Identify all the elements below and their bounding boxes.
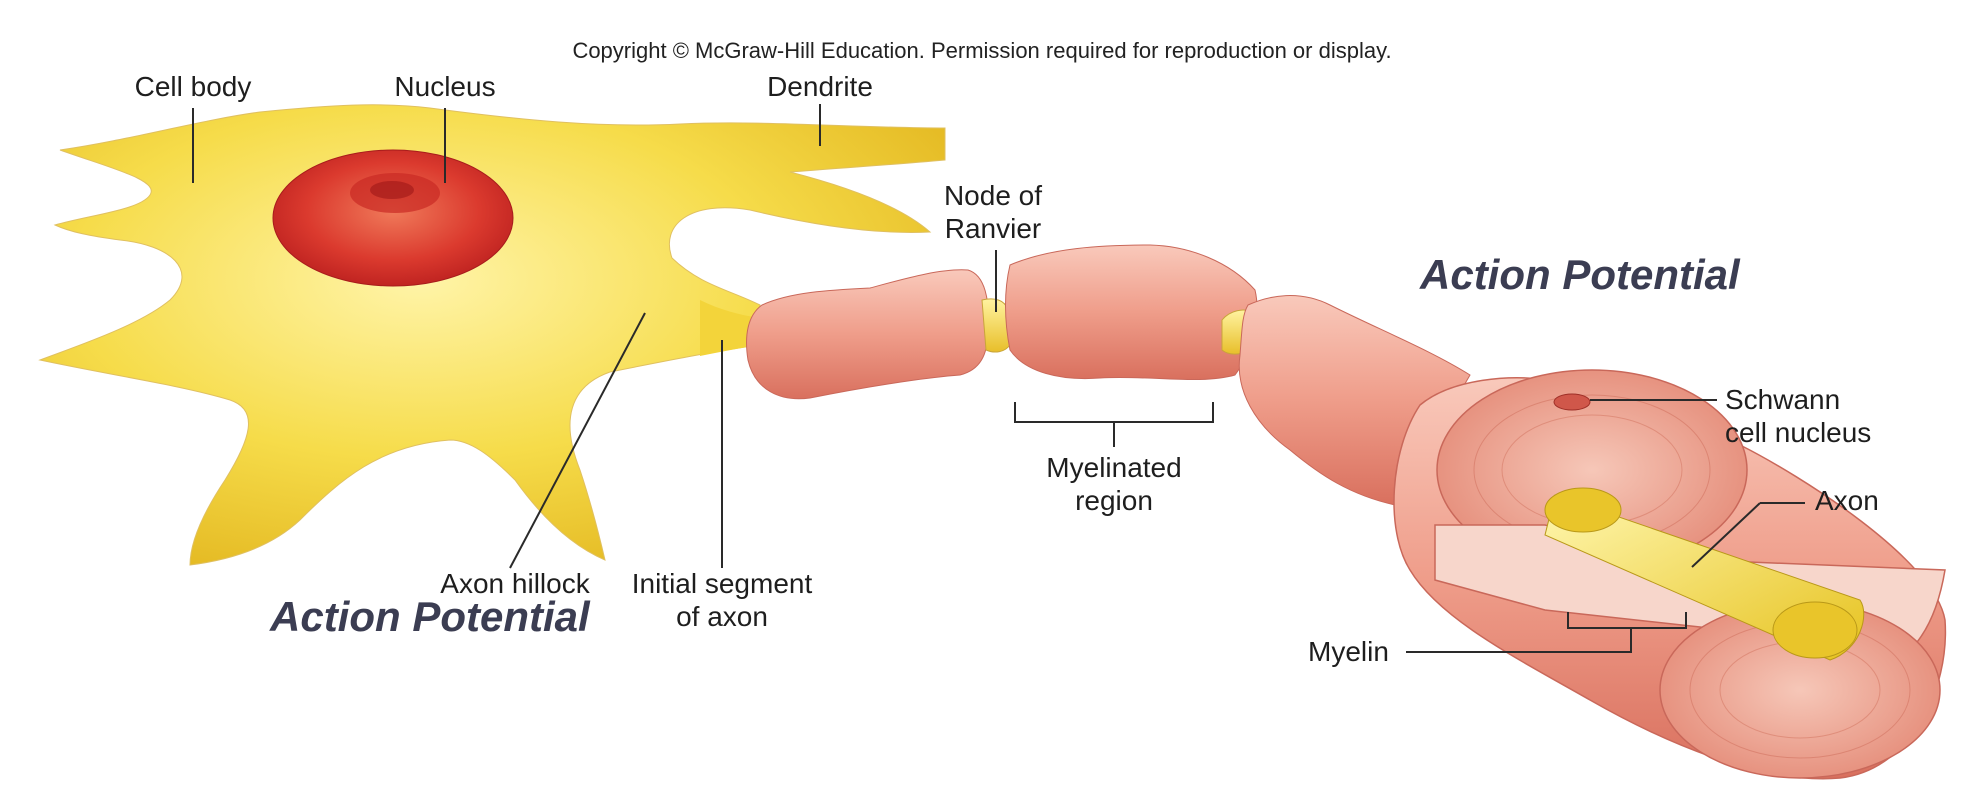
axon-hillock-leader — [509, 312, 646, 569]
label-initial-segment-2: of axon — [676, 601, 768, 632]
myelin-segment-2 — [1005, 244, 1258, 381]
leader-lines — [192, 104, 1805, 653]
label-cell-body: Cell body — [135, 71, 252, 102]
label-node-of-ranvier-2: Ranvier — [945, 213, 1041, 244]
label-myelinated-region-1: Myelinated — [1046, 452, 1181, 483]
label-initial-segment-1: Initial segment — [632, 568, 813, 599]
action-potential-left: Action Potential — [269, 593, 591, 640]
label-node-of-ranvier-1: Node of — [944, 180, 1042, 211]
label-myelin: Myelin — [1308, 636, 1389, 667]
label-dendrite: Dendrite — [767, 71, 873, 102]
myelin-bracket — [1567, 612, 1687, 629]
copyright-notice: Copyright © McGraw-Hill Education. Permi… — [572, 38, 1391, 63]
axon-leader — [1691, 502, 1761, 568]
axon-cross-section — [1393, 369, 1947, 780]
label-axon: Axon — [1815, 485, 1879, 516]
nucleus-shape — [272, 149, 514, 287]
label-myelinated-region-2: region — [1075, 485, 1153, 516]
label-schwann-2: cell nucleus — [1725, 417, 1871, 448]
myelin-leader — [1406, 628, 1632, 653]
myelin-segment-1 — [746, 269, 989, 400]
cell-body-shape — [38, 104, 946, 566]
action-potential-right: Action Potential — [1419, 251, 1741, 298]
label-axon-hillock: Axon hillock — [440, 568, 590, 599]
label-schwann-1: Schwann — [1725, 384, 1840, 415]
initial-segment-shape — [700, 300, 760, 356]
label-nucleus: Nucleus — [394, 71, 495, 102]
myelinated-region-bracket — [1014, 402, 1214, 423]
